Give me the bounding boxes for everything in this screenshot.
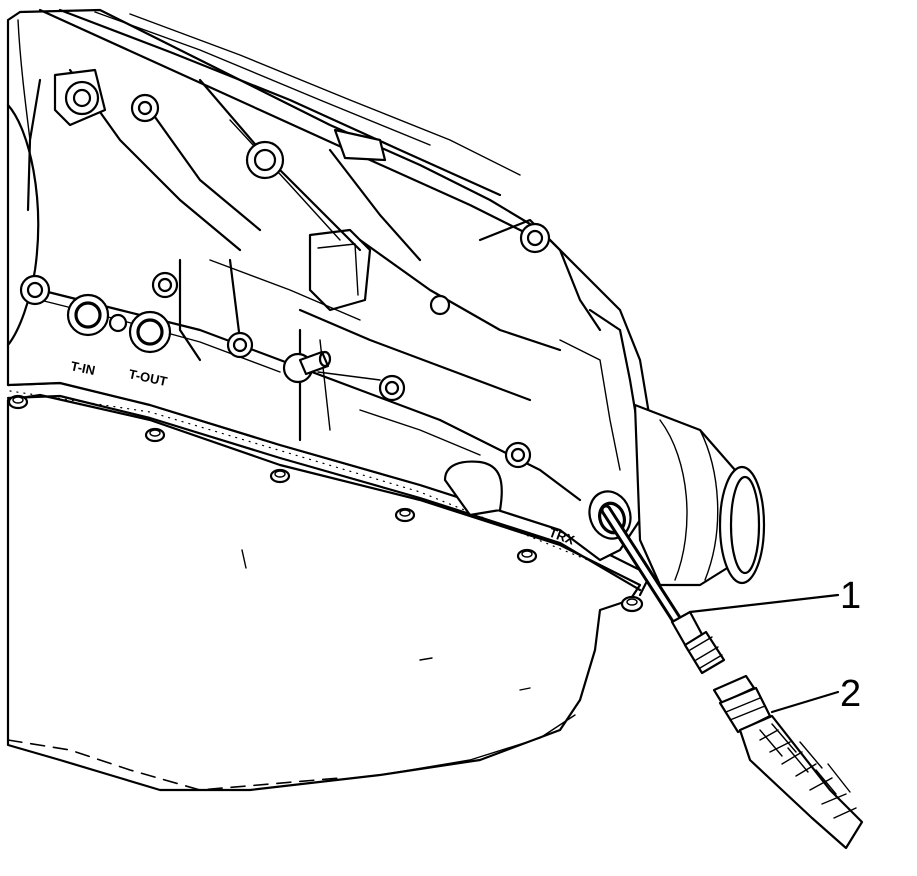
- boss: [429, 294, 451, 316]
- fill-hose: [712, 674, 864, 850]
- cooler-ports: T-IN T-OUT: [66, 293, 172, 389]
- boss: [245, 140, 285, 180]
- leader-line-1: [688, 593, 840, 614]
- callout-leaders: [688, 593, 840, 714]
- leader-line-2: [770, 690, 840, 714]
- callout-1: 1: [840, 575, 861, 617]
- shift-shaft: [282, 350, 381, 384]
- pan-bolt: [516, 548, 538, 564]
- pan-bolt: [7, 394, 29, 410]
- pan-bolt: [269, 468, 291, 484]
- cooler-port-out: [128, 310, 172, 354]
- stamp-t-in: T-IN: [69, 358, 96, 378]
- fill-adapter-tube: [600, 504, 726, 675]
- pan-bolt: [144, 427, 166, 443]
- cooler-port-in: [66, 293, 110, 337]
- extension-housing: [633, 403, 766, 587]
- pan-bolt: [394, 507, 416, 523]
- pan-bolt: [620, 595, 644, 613]
- boss: [504, 441, 532, 469]
- boss: [64, 80, 100, 116]
- boss: [226, 331, 254, 359]
- cooler-port-center-boss: [108, 313, 128, 333]
- boss: [130, 93, 160, 123]
- callout-2: 2: [840, 673, 861, 715]
- boss: [19, 274, 51, 306]
- boss: [378, 374, 406, 402]
- boss: [519, 222, 551, 254]
- oil-pan: [6, 393, 642, 792]
- case-bosses: [19, 80, 551, 469]
- boss: [151, 271, 179, 299]
